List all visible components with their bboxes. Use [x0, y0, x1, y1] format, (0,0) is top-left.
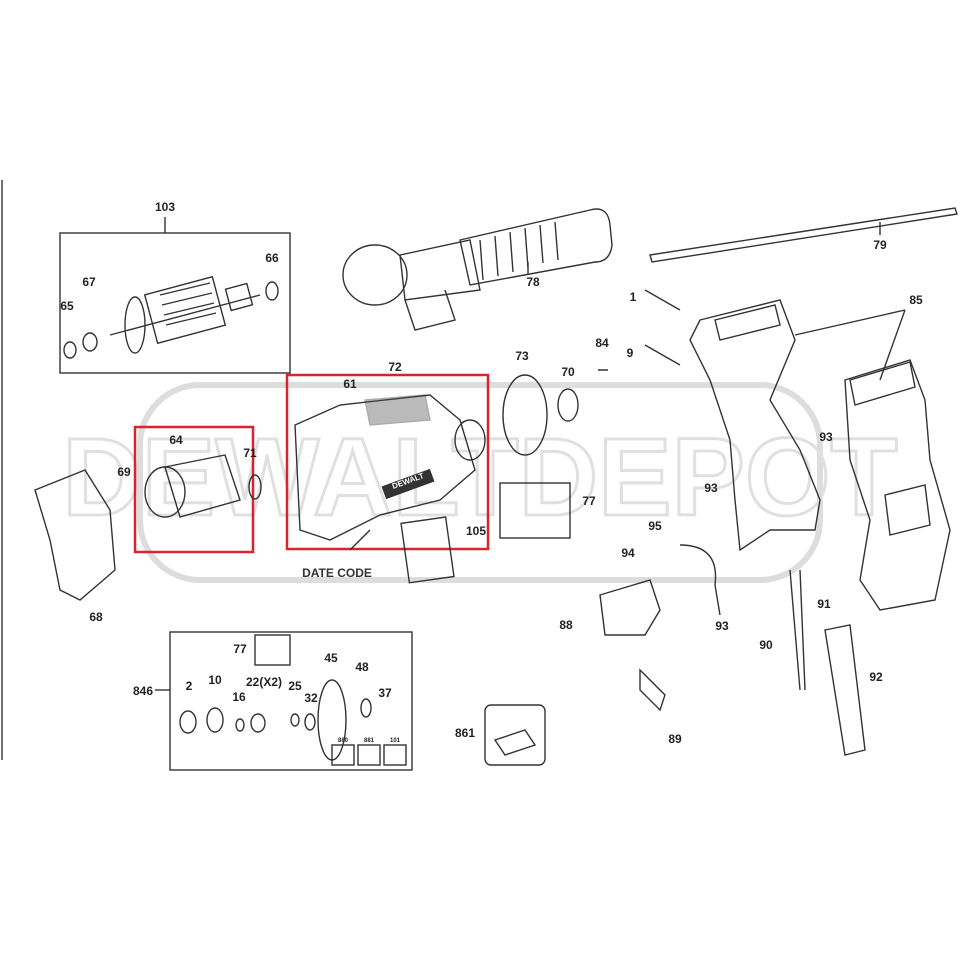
- part-label: 78: [526, 275, 540, 289]
- part-label: 9: [626, 346, 634, 360]
- depth-rod-part: [649, 207, 958, 263]
- switch-part: [599, 579, 661, 636]
- part-label: 69: [117, 465, 131, 479]
- part-label: 94: [621, 546, 635, 560]
- cord-guard-part: [824, 624, 866, 756]
- part-label: 32: [304, 691, 318, 705]
- date-code-label: DATE CODE: [302, 566, 372, 580]
- part-label: 45: [324, 651, 338, 665]
- gear-case-part: [294, 394, 486, 541]
- housing-half-right: [844, 359, 951, 611]
- gear-case-highlight-box: [285, 373, 490, 551]
- screws: [598, 289, 681, 371]
- part-label: 68: [89, 610, 103, 624]
- wire-part: [679, 544, 721, 616]
- part-label: 89: [668, 732, 682, 746]
- rear-cover-part: [34, 469, 116, 601]
- part-label: 22(X2): [245, 675, 283, 689]
- part-label: 77: [582, 494, 596, 508]
- part-label: 88: [559, 618, 573, 632]
- watermark-frame: [137, 382, 823, 583]
- cord-part: [789, 569, 806, 691]
- part-label: 84: [595, 336, 609, 350]
- part-label: 93: [819, 430, 833, 444]
- part-label: 67: [82, 275, 96, 289]
- armature-part: [63, 275, 279, 359]
- brush-group-box: [499, 482, 571, 539]
- lever-part: [639, 668, 666, 712]
- part-label: 103: [154, 200, 176, 214]
- part-label: 66: [265, 251, 279, 265]
- brush-holder-part: [502, 374, 548, 456]
- label-plate-part: [400, 516, 455, 584]
- field-part: [144, 454, 262, 518]
- part-label: 71: [243, 446, 257, 460]
- part-label: 48: [355, 660, 369, 674]
- part-label: 881: [363, 738, 375, 744]
- part-label: 1: [629, 290, 637, 304]
- part-label: 880: [337, 738, 349, 744]
- part-label: 95: [648, 519, 662, 533]
- part-label: 73: [515, 349, 529, 363]
- part-label: 16: [232, 690, 246, 704]
- part-label: 92: [869, 670, 883, 684]
- part-label: 861: [454, 726, 476, 740]
- part-label: 91: [817, 597, 831, 611]
- carry-case-icon: [484, 704, 546, 766]
- part-label: 79: [873, 238, 887, 252]
- armature-group-box: [59, 232, 291, 374]
- part-label: 93: [704, 481, 718, 495]
- part-label: 10: [208, 673, 222, 687]
- part-label: 77: [233, 642, 247, 656]
- part-label: 2: [185, 679, 193, 693]
- part-label: 85: [909, 293, 923, 307]
- watermark-text: DEWALTDEPOT: [62, 416, 897, 539]
- kit-group-box: [169, 631, 413, 771]
- part-label: 72: [388, 360, 402, 374]
- part-label: 101: [389, 738, 401, 744]
- part-label: 105: [465, 524, 487, 538]
- part-label: 65: [60, 299, 74, 313]
- field-highlight-box: [133, 425, 255, 554]
- part-label: 61: [343, 377, 357, 391]
- part-label: 37: [378, 686, 392, 700]
- ring-part: [557, 388, 579, 422]
- part-label: 93: [715, 619, 729, 633]
- part-label: 846: [132, 684, 154, 698]
- part-label: 25: [288, 679, 302, 693]
- part-label: 64: [169, 433, 183, 447]
- side-handle-part: [342, 208, 613, 331]
- part-label: 70: [561, 365, 575, 379]
- part-label: 90: [759, 638, 773, 652]
- housing-half-left: [689, 299, 821, 552]
